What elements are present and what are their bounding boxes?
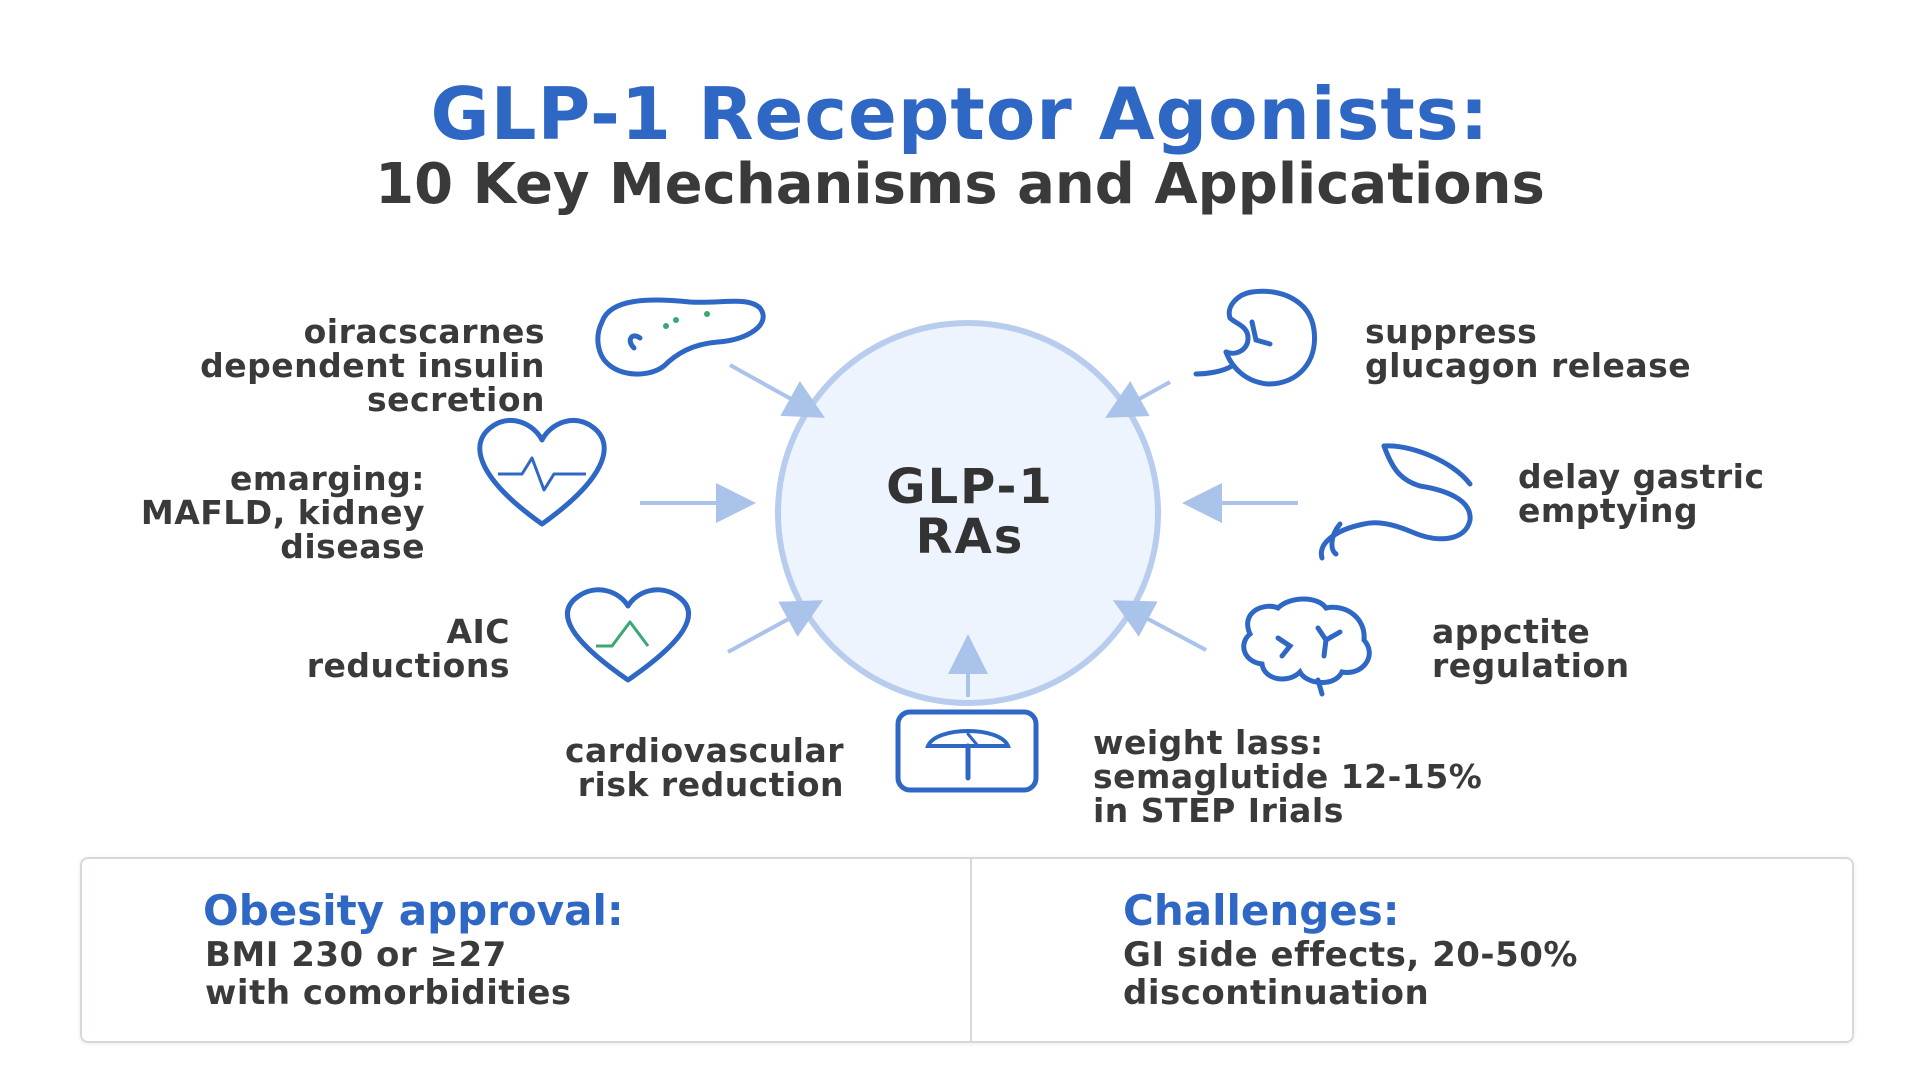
bottom-info-panel	[80, 857, 1854, 1043]
label-appetite-regulation: appctite regulation	[1432, 612, 1630, 685]
center-label: GLP-1 RAs	[886, 459, 1054, 565]
liver-icon	[1193, 288, 1317, 387]
label-a1c-reductions: AIC reductions	[306, 612, 510, 685]
arrow-a1c	[727, 600, 824, 654]
brain-icon	[1241, 596, 1372, 697]
page-subtitle: 10 Key Mechanisms and Applications	[375, 152, 1545, 217]
label-glucagon-release: suppress glucagon release	[1365, 312, 1692, 385]
challenges-heading: Challenges:	[1123, 886, 1400, 935]
obesity-approval-text: BMI 230 or ≥27 with comorbidities	[205, 935, 572, 1013]
challenges-text: GI side effects, 20-50% discontinuation	[1123, 935, 1578, 1013]
center-circle	[775, 320, 1161, 706]
panel-divider	[970, 857, 972, 1043]
label-cardiovascular: cardiovascular risk reduction	[564, 731, 844, 804]
heart-pulse-icon	[477, 417, 607, 527]
obesity-approval-heading: Obesity approval:	[203, 886, 624, 935]
page-title: GLP-1 Receptor Agonists:	[430, 72, 1490, 156]
label-weight-loss: weight lass: semaglutide 12-15% in STEP …	[1093, 723, 1483, 830]
arrows	[640, 363, 1298, 697]
arrow-appetite	[1112, 600, 1207, 652]
pancreas-icon	[595, 297, 766, 377]
arrow-glucagon	[1104, 380, 1171, 418]
label-emerging: emarging: MAFLD, kidney disease	[140, 459, 425, 566]
arrow-insulin	[729, 363, 825, 418]
scale-icon	[895, 709, 1039, 793]
heart-chart-icon	[565, 587, 691, 683]
label-gastric-emptying: delay gastric emptying	[1518, 457, 1765, 530]
label-insulin-secretion: oiracscarnes dependent insulin secretion	[200, 312, 545, 419]
stomach-icon	[1318, 443, 1473, 561]
